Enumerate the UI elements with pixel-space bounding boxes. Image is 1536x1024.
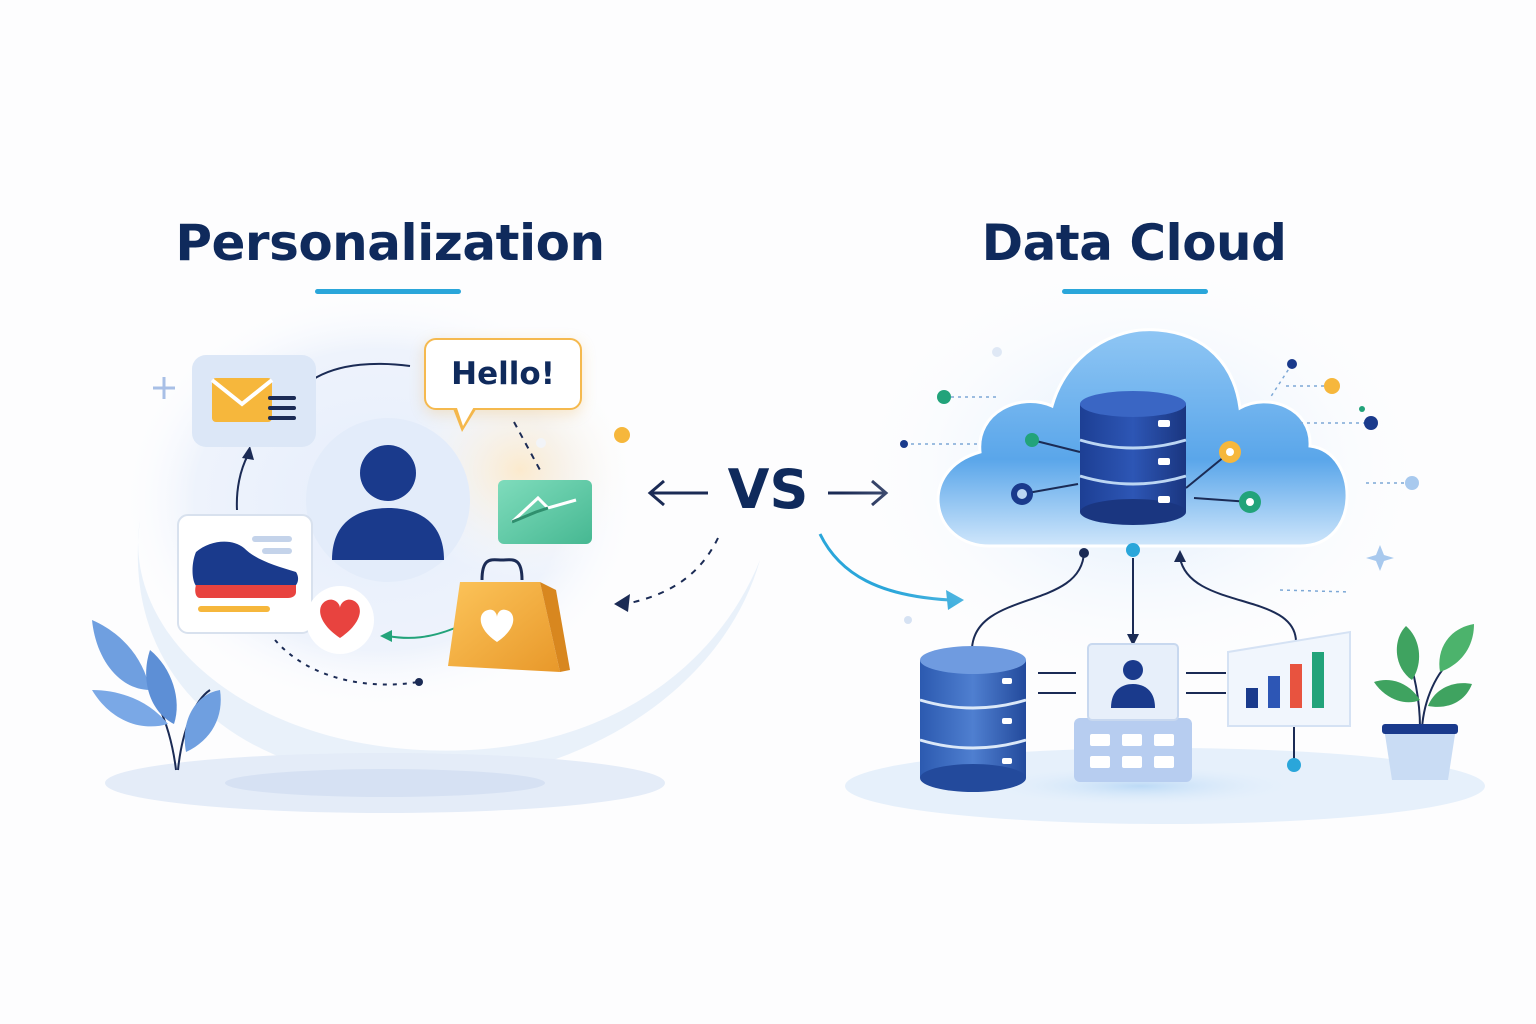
cloud-connectors [971, 543, 1301, 772]
personalization-title: Personalization [175, 214, 605, 272]
cloud-nodes [1011, 433, 1261, 513]
data-cloud-title: Data Cloud [981, 214, 1287, 272]
sparkle-icon [1366, 545, 1394, 571]
data-cloud-underline [1062, 289, 1208, 294]
message-card-icon [498, 438, 592, 544]
vs-label: VS [727, 458, 809, 521]
yellow-dot [614, 427, 630, 443]
potted-plant-icon [1374, 624, 1474, 780]
network-dot-points [900, 347, 1419, 624]
plus-sparkle-icon [153, 377, 175, 399]
network-dots [904, 363, 1412, 593]
speech-bubble-tail-inner [456, 405, 475, 426]
profile-card-icon [1087, 643, 1179, 721]
arrow-left-icon [647, 479, 708, 507]
bar-chart-icon [1227, 630, 1351, 727]
email-icon [192, 355, 316, 447]
table-grid-icon [1074, 718, 1192, 782]
database-icon [1079, 391, 1187, 525]
shopping-bag-icon [448, 558, 570, 672]
left-connectors [235, 362, 719, 686]
leaf-plant-icon [92, 620, 221, 771]
user-avatar-icon [306, 418, 470, 582]
hello-speech-bubble: Hello! [424, 338, 582, 410]
heart-icon [306, 586, 374, 654]
sneaker-card-icon [177, 514, 313, 634]
lower-database-icon [919, 646, 1027, 792]
personalization-underline [315, 289, 461, 294]
